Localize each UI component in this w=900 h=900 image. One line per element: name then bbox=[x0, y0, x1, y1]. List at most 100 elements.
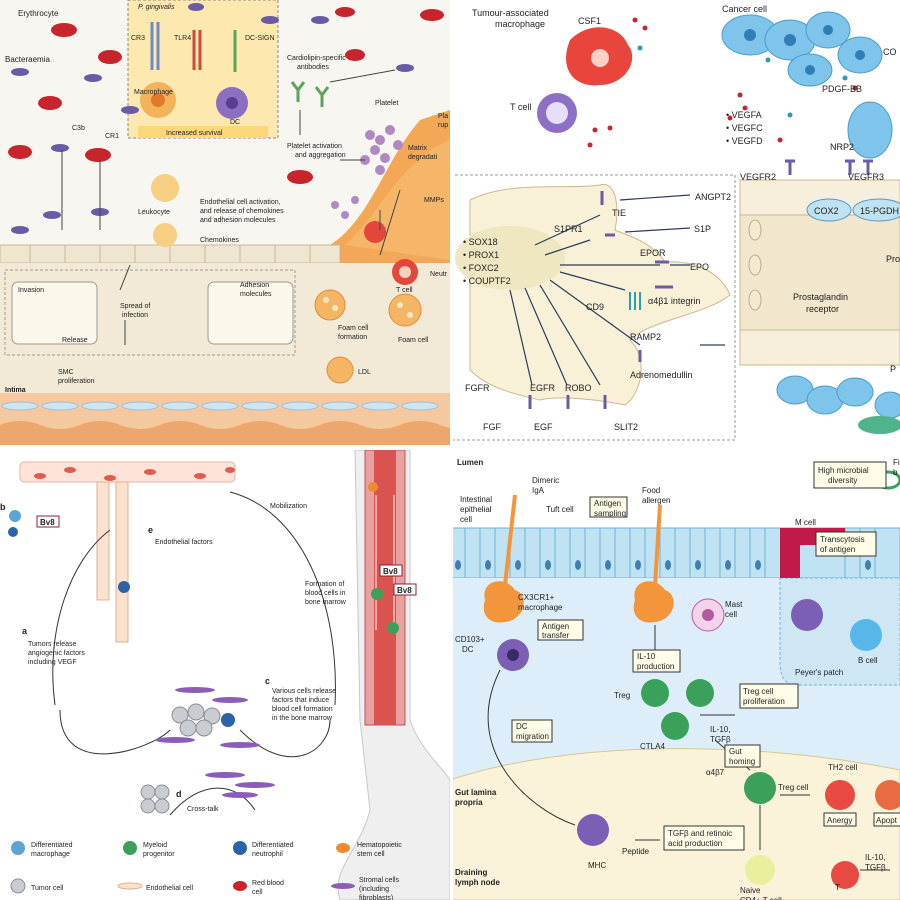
vessel-wall-bottom bbox=[739, 329, 900, 366]
increased-survival-bar bbox=[138, 126, 268, 138]
label-invasion: Invasion bbox=[18, 287, 44, 294]
legend-tumor: Tumor cell bbox=[31, 885, 64, 892]
treg-1 bbox=[641, 679, 669, 707]
label-vegfc: • VEGFC bbox=[726, 123, 763, 133]
label-robo: ROBO bbox=[565, 383, 592, 393]
label-cox2: COX2 bbox=[814, 206, 839, 216]
panel-atherosclerosis: Erythrocyte P. gingivalis CR3 TLR4 DC-SI… bbox=[0, 0, 450, 445]
arrow-mobilization bbox=[229, 491, 336, 706]
label-c3b: C3b bbox=[72, 125, 85, 132]
endothelium-cells bbox=[29, 245, 311, 263]
box-transcytosis bbox=[815, 531, 877, 557]
label-th2: TH2 cell bbox=[828, 763, 858, 772]
tcell-nucleus bbox=[399, 266, 411, 278]
label-erythrocyte: Erythrocyte bbox=[18, 9, 59, 18]
cluster-neutrophil bbox=[221, 713, 235, 727]
legend-rbc-icon bbox=[233, 881, 247, 891]
inset-box bbox=[450, 174, 736, 441]
box-il10-production bbox=[632, 649, 681, 673]
macrophage-2 bbox=[633, 581, 674, 623]
label-vegfd: • VEGFD bbox=[726, 136, 763, 146]
vessel-cancer-cells bbox=[776, 375, 900, 419]
label-tie: TIE bbox=[612, 208, 626, 218]
macrophage-2-dendrite bbox=[653, 504, 662, 586]
label-bcell: B cell bbox=[858, 656, 878, 665]
label-naive: NaiveCD4+ T cell bbox=[740, 886, 782, 900]
neutrophil-in-vessel bbox=[118, 581, 130, 593]
cox2-node bbox=[806, 198, 852, 222]
label-foxc2: • FOXC2 bbox=[463, 263, 499, 273]
label-fgf: FGF bbox=[483, 422, 501, 432]
label-epor: EPOR bbox=[640, 248, 666, 258]
tumor-cluster bbox=[171, 703, 221, 737]
label-couptf2: • COUPTF2 bbox=[463, 276, 511, 286]
label-dc: DC bbox=[230, 119, 240, 126]
treg-homing bbox=[744, 772, 776, 804]
mast-cell-nucleus bbox=[702, 609, 714, 621]
label-e: e bbox=[148, 525, 153, 535]
label-prox1: • PROX1 bbox=[463, 250, 499, 260]
box-antigen-transfer bbox=[537, 619, 584, 641]
stromal-cells bbox=[155, 687, 275, 798]
vessel-right bbox=[115, 481, 129, 643]
label-endothelial-activation: Endothelial cell activation,and release … bbox=[200, 199, 284, 224]
pdgf-dots bbox=[637, 45, 848, 118]
label-ldl: LDL bbox=[358, 369, 371, 376]
label-t: T bbox=[835, 883, 840, 892]
legend-myeloid-icon bbox=[123, 841, 137, 855]
label-tlr4: TLR4 bbox=[174, 35, 191, 42]
tam-nucleus bbox=[591, 49, 609, 67]
legend-tumor-icon bbox=[10, 878, 26, 894]
label-epo: EPO bbox=[690, 262, 709, 272]
label-endothelial-factors: Endothelial factors bbox=[155, 539, 213, 546]
signaling-arrows bbox=[509, 194, 725, 386]
intima-box bbox=[4, 269, 296, 356]
label-pro: Pro bbox=[886, 254, 900, 264]
cr3-receptor bbox=[150, 22, 160, 70]
label-treg: Treg bbox=[614, 691, 630, 700]
label-release: Release bbox=[62, 337, 88, 344]
box-tgfb-ra bbox=[663, 825, 745, 851]
tcell-nucleus bbox=[546, 102, 568, 124]
label-vegfr3: VEGFR3 bbox=[848, 172, 884, 182]
label-dcsign: DC-SIGN bbox=[245, 35, 275, 42]
red-blood-cells bbox=[8, 7, 444, 184]
cancer-nuclei bbox=[744, 25, 865, 75]
vegf-dots bbox=[587, 17, 858, 148]
macrophage-b bbox=[9, 510, 21, 522]
label-ramp2: RAMP2 bbox=[630, 332, 661, 342]
box-dc-migration bbox=[511, 719, 553, 743]
panel-bone-marrow: b Bv8 e Endothelial factors Mobilization… bbox=[0, 450, 450, 900]
label-crosstalk: Cross-talk bbox=[187, 806, 219, 813]
label-integrin: α4β1 integrin bbox=[648, 296, 700, 306]
neutrophil-b bbox=[8, 527, 18, 537]
media-smcs bbox=[0, 421, 450, 445]
label-mcell: M cell bbox=[795, 518, 816, 527]
platelets bbox=[331, 125, 403, 219]
box-antigen-sampling bbox=[589, 496, 628, 518]
b-cell bbox=[850, 619, 882, 651]
legend-hsc-icon bbox=[336, 843, 350, 853]
bone-marrow-diagram: b Bv8 e Endothelial factors Mobilization… bbox=[0, 450, 450, 900]
apoptotic-cell bbox=[875, 780, 900, 810]
label-pgingivalis: P. gingivalis bbox=[138, 4, 175, 11]
naive-t bbox=[745, 855, 775, 885]
green-cell bbox=[858, 416, 900, 434]
vertical-divider bbox=[450, 0, 453, 900]
